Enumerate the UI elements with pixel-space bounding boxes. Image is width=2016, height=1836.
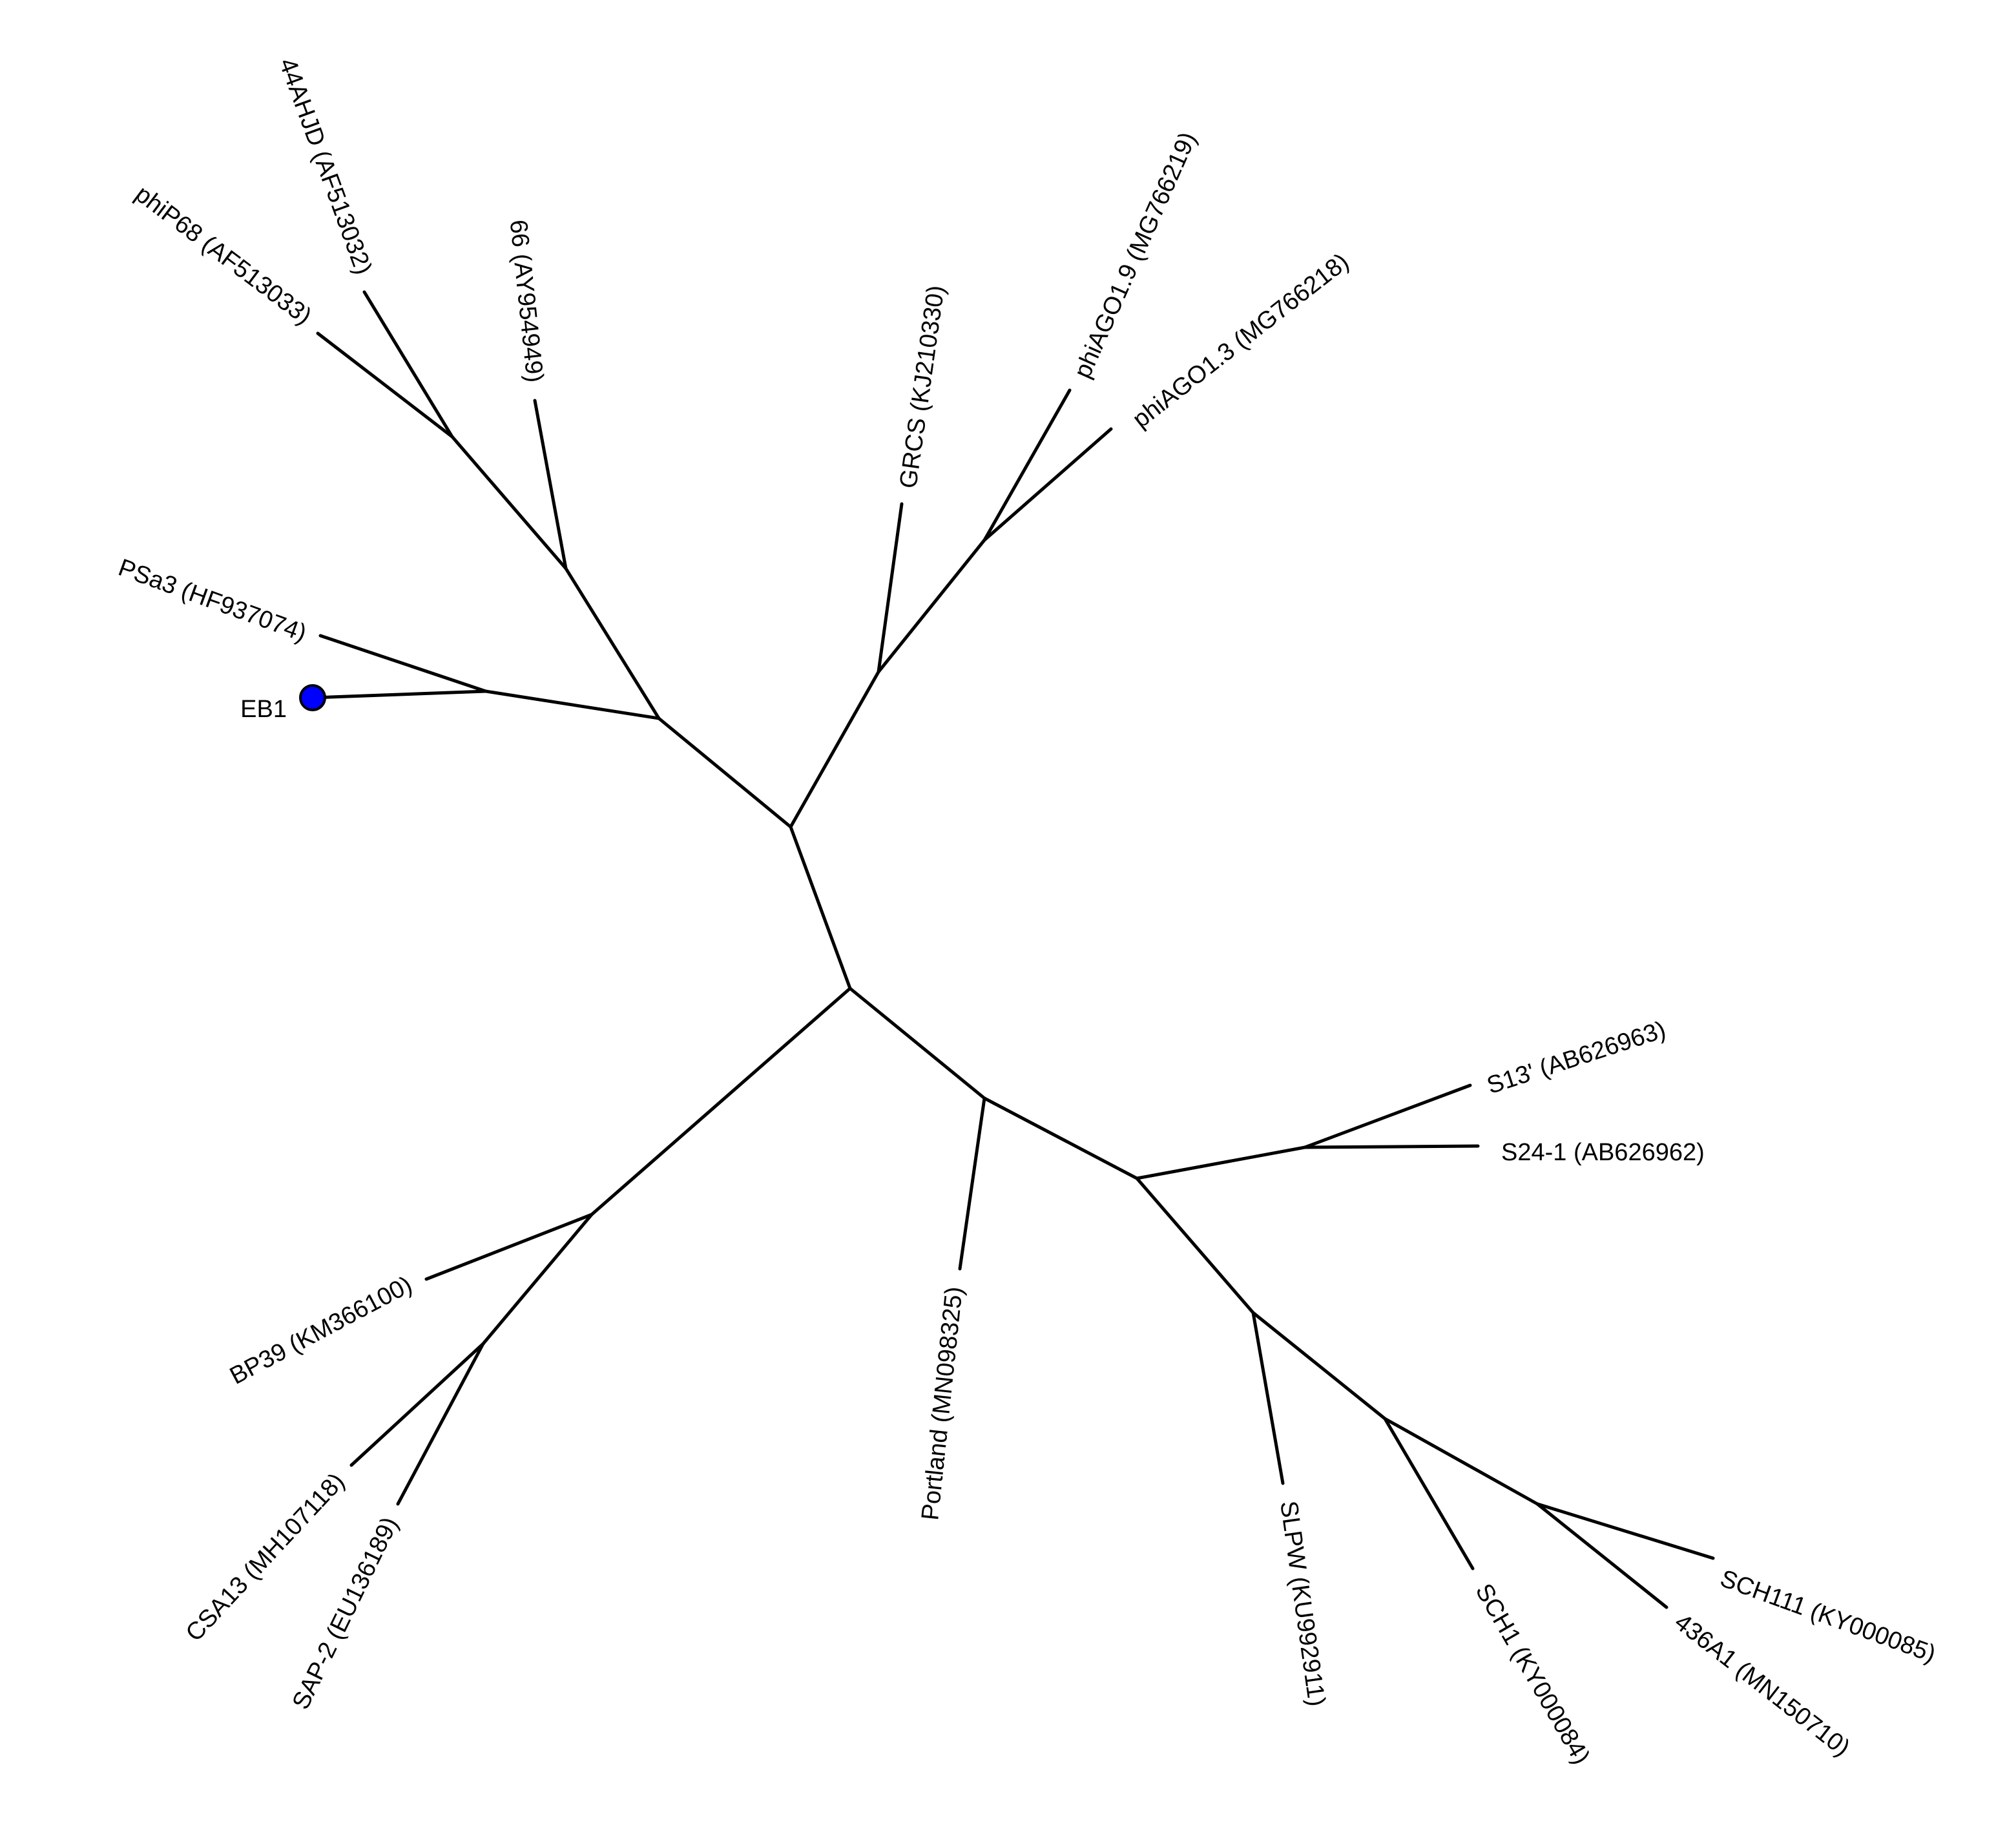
tree-branches xyxy=(311,290,1715,1609)
leaf-label-436A1: 436A1 (MN150710) xyxy=(1669,1609,1855,1762)
leaf-label-S24-1: S24-1 (AB626962) xyxy=(1501,1139,1705,1166)
branch-leaf-SCH1 xyxy=(1383,1417,1475,1570)
branch-leaf-S13' xyxy=(1303,1083,1472,1149)
leaf-label-phiAGO1.3: phiAGO1.3 (MG766218) xyxy=(1128,248,1354,433)
leaf-labels: 44AHJD (AF513032)phiP68 (AF513033) 66 (AY… xyxy=(115,55,1939,1769)
branch-leaf-44AHJD xyxy=(362,290,454,439)
branch-leaf-SAP-2 xyxy=(396,1342,485,1506)
branch-f2-f3 xyxy=(1383,1417,1539,1506)
leaf-label-SCH1: SCH1 (KY000084) xyxy=(1470,1580,1595,1769)
leaf-label-phiAGO1.9: phiAGO1.9 (MG766219) xyxy=(1069,128,1202,382)
branch-leaf-SCH111 xyxy=(1535,1502,1715,1560)
branch-c1-c2 xyxy=(789,825,852,990)
leaf-label-SCH111: SCH111 (KY000085) xyxy=(1716,1565,1939,1668)
branch-leaf-phiAGO1.9 xyxy=(982,388,1072,542)
highlight-marker-EB1 xyxy=(299,684,326,711)
leaf-label-S13': S13' (AB626963) xyxy=(1484,1016,1669,1100)
branch-a1-eb xyxy=(484,689,661,720)
leaf-label-66: 66 (AY954949) xyxy=(504,218,548,384)
branch-e1-e2 xyxy=(982,1096,1139,1180)
leaf-label-BP39: BP39 (KM366100) xyxy=(225,1271,417,1390)
leaf-markers xyxy=(299,684,326,711)
leaf-label-phiP68: phiP68 (AF513033) xyxy=(130,180,316,330)
branch-a1-a2 xyxy=(564,567,661,720)
leaf-label-Portland: Portland (MN098325) xyxy=(917,1286,968,1522)
branch-leaf-CSA13 xyxy=(349,1342,485,1467)
branch-c2-d1 xyxy=(590,986,852,1216)
branch-f1-f2 xyxy=(1251,1311,1387,1421)
branch-b1-b2 xyxy=(877,538,986,674)
leaf-label-GRCS: GRCS (KJ210330) xyxy=(895,284,950,490)
branch-c1-a1 xyxy=(657,716,793,829)
branch-leaf-Portland xyxy=(958,1096,986,1271)
branch-d1-d2 xyxy=(481,1213,594,1346)
branch-e2-e3 xyxy=(1135,1145,1307,1180)
branch-leaf-EB1 xyxy=(311,689,488,700)
branch-leaf-SLPW xyxy=(1251,1311,1285,1485)
branch-leaf-S24-1 xyxy=(1303,1144,1480,1149)
branch-a2-a3 xyxy=(450,435,568,570)
leaf-label-EB1: EB1 xyxy=(240,696,287,723)
branch-c2-e1 xyxy=(848,986,986,1100)
branch-c1-b1 xyxy=(789,670,880,829)
branch-leaf-PSa3 xyxy=(318,634,488,693)
leaf-label-SLPW: SLPW (KU992911) xyxy=(1274,1499,1330,1708)
leaf-label-PSa3: PSa3 (HF937074) xyxy=(115,554,310,647)
leaf-label-44AHJD: 44AHJD (AF513032) xyxy=(273,55,377,278)
branch-leaf-66 xyxy=(533,399,568,570)
leaf-label-SAP-2: SAP-2 (EU136189) xyxy=(287,1513,404,1714)
branch-leaf-436A1 xyxy=(1535,1502,1668,1609)
leaf-label-CSA13: CSA13 (MH107118) xyxy=(181,1468,350,1647)
branch-leaf-phiP68 xyxy=(316,331,454,439)
branch-leaf-phiAGO1.3 xyxy=(982,427,1113,542)
branch-e2-f1 xyxy=(1135,1176,1255,1315)
branch-leaf-BP39 xyxy=(424,1213,594,1281)
branch-leaf-GRCS xyxy=(877,502,904,674)
